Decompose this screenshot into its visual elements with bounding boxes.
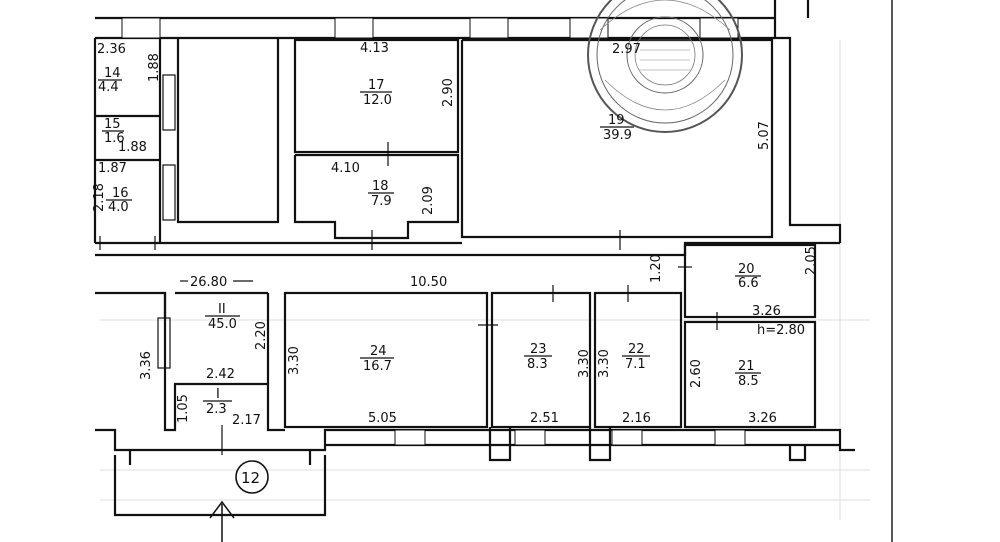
stamp-seal	[587, 0, 743, 133]
room-area: 4.4	[98, 80, 119, 95]
ceiling-height: h=2.80	[757, 323, 805, 338]
window	[514, 429, 546, 446]
window	[334, 17, 374, 39]
walls	[93, 0, 855, 542]
dimension-label: 2.09	[421, 186, 436, 215]
window	[121, 17, 161, 39]
dimension-label: 1.05	[176, 394, 191, 423]
room-number: 20	[738, 262, 755, 277]
window	[714, 429, 746, 446]
room-number: 24	[370, 344, 387, 359]
dimension-label: 2.36	[97, 42, 126, 57]
room-number: 14	[104, 66, 121, 81]
dimension-label: 2.20	[254, 321, 269, 350]
room-number: 22	[628, 342, 645, 357]
dimension-label: 4.10	[331, 161, 360, 176]
dimension-label: 5.07	[757, 121, 772, 150]
room-number: 23	[530, 342, 547, 357]
room-number: 15	[104, 117, 121, 132]
window	[394, 429, 426, 446]
room-number: I	[216, 387, 220, 402]
window	[469, 17, 509, 39]
dimension-label: 2.42	[206, 367, 235, 382]
room-number: 21	[738, 359, 755, 374]
dimension-label: 26.80	[190, 275, 227, 290]
dimension-label: 3.30	[597, 349, 612, 378]
dimension-label: 1.87	[98, 161, 127, 176]
dimension-label: 2.97	[612, 42, 641, 57]
entrance-marker: 12	[235, 460, 269, 494]
dimension-label: 2.60	[689, 359, 704, 388]
room-area: 12.0	[363, 93, 392, 108]
dimension-label: 2.51	[530, 411, 559, 426]
dimension-labels: 2.36 1.88 1.88 1.87 4.13 2.90 4.10 2.09 …	[92, 41, 819, 428]
dimension-label: 3.26	[752, 304, 781, 319]
dimension-label: 2.17	[232, 413, 261, 428]
dimension-label: 10.50	[410, 275, 447, 290]
room-area: 7.1	[625, 357, 646, 372]
room-area: 45.0	[208, 317, 237, 332]
room-area: 1.6	[104, 131, 125, 146]
dimension-label: 3.36	[139, 351, 154, 380]
room-area: 8.5	[738, 374, 759, 389]
dimension-label: 1.88	[147, 53, 162, 82]
dimension-label: 1.88	[118, 140, 147, 155]
dimension-label: 4.13	[360, 41, 389, 56]
dimension-label: 1.20	[649, 254, 664, 283]
room-number: 18	[372, 179, 389, 194]
room-area: 6.6	[738, 276, 759, 291]
room-number: 19	[608, 113, 625, 128]
dimension-label: 5.05	[368, 411, 397, 426]
dimension-label: 2.16	[622, 411, 651, 426]
entrance-number: 12	[241, 469, 260, 487]
dimension-label: 3.26	[748, 411, 777, 426]
room-labels: 14 4.4 15 1.6 16 4.0 17 12.0 18 7.9 19 3…	[98, 66, 761, 417]
window	[611, 429, 643, 446]
room-area: 2.3	[206, 402, 227, 417]
dimension-label: 2.05	[804, 246, 819, 275]
dimension-label: 2.90	[441, 78, 456, 107]
room-number: 17	[368, 78, 385, 93]
room-area: 39.9	[603, 128, 632, 143]
room-area: 8.3	[527, 357, 548, 372]
dimension-label: 3.30	[287, 346, 302, 375]
room-area: 4.0	[108, 200, 129, 215]
dimension-label: 2.18	[92, 183, 107, 212]
room-area: 16.7	[363, 359, 392, 374]
room-area: 7.9	[371, 194, 392, 209]
paper-frame	[100, 0, 893, 542]
room-number: 16	[112, 186, 129, 201]
room-number: II	[218, 302, 226, 317]
dimension-label: 3.30	[577, 349, 592, 378]
